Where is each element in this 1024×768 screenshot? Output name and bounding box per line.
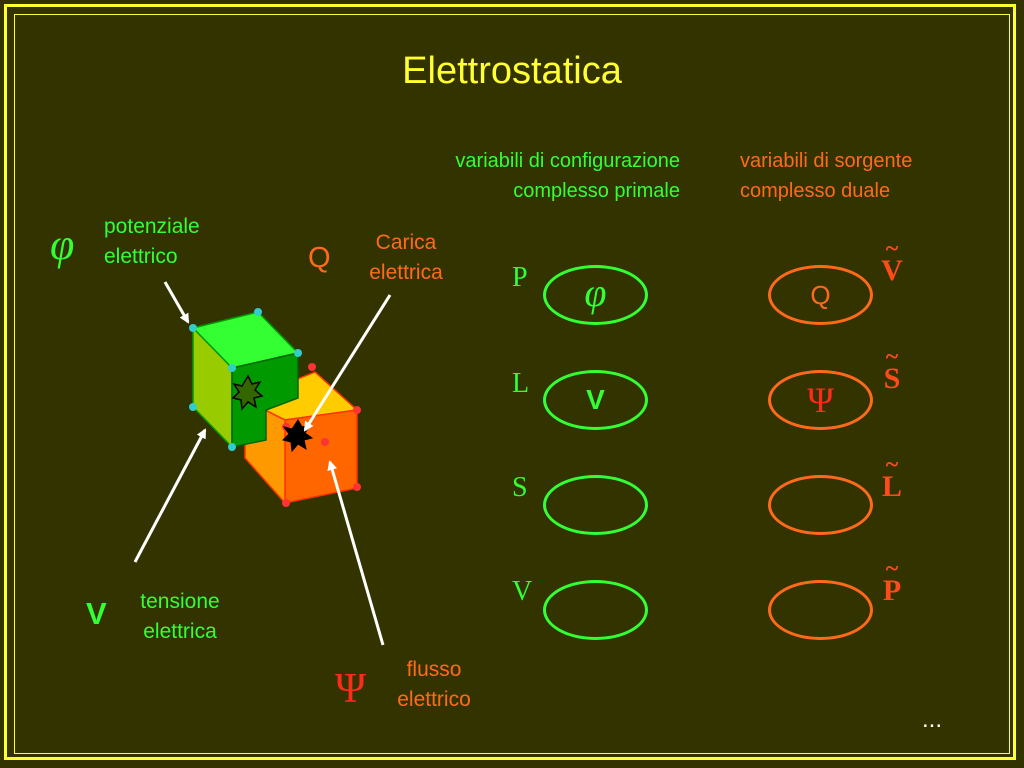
arrow-to-voltage [133, 428, 207, 563]
dual-letter-points: ~ P [876, 556, 908, 607]
primal-letter-points: P [512, 262, 528, 293]
potential-label-line2: elettrico [104, 245, 178, 268]
dual-header-line1: variabili di sorgente [740, 150, 913, 172]
dual-ellipse-volumes [768, 265, 873, 325]
charge-symbol: Q [308, 242, 331, 274]
arrow-to-potential [163, 281, 190, 324]
potential-label-line1: potenziale [104, 215, 200, 238]
dual-letter-lines-text: L [881, 470, 902, 503]
primal-symbol-v: V [586, 384, 605, 415]
voltage-label-line1: tensione [140, 590, 220, 613]
dual-ellipse-lines [768, 475, 873, 535]
tilde-mark: ~ [885, 344, 899, 370]
voltage-symbol: V [86, 596, 107, 631]
primal-ellipse-points [543, 265, 648, 325]
dual-symbol-psi: Ψ [807, 380, 834, 420]
primal-ellipse-lines [543, 370, 648, 430]
primal-header-line1: variabili di configurazione [455, 150, 680, 172]
primal-letter-lines: L [512, 368, 530, 399]
dual-letter-surfaces-text: S [883, 362, 901, 395]
psi-symbol: Ψ [335, 666, 366, 712]
tilde-mark: ~ [885, 452, 899, 478]
flux-label-line2: elettrico [397, 688, 471, 711]
voltage-label-line2: elettrica [143, 620, 217, 643]
dual-letter-volumes: ~ V [876, 236, 908, 287]
charge-label-line1: Carica [375, 231, 437, 254]
tilde-mark: ~ [885, 556, 899, 582]
primal-burst-mark [231, 374, 264, 411]
arrow-to-charge [303, 294, 392, 432]
dual-letter-lines: ~ L [876, 452, 908, 503]
primal-header-line2: complesso primale [513, 180, 680, 202]
primal-ellipse-surfaces [543, 475, 648, 535]
inner-frame [14, 14, 1010, 754]
tilde-mark: ~ [885, 236, 899, 262]
primal-ellipse-volumes [543, 580, 648, 640]
dual-letter-points-text: P [882, 574, 902, 607]
charge-label-line2: elettrica [369, 261, 443, 284]
outer-frame [4, 4, 1016, 760]
arrow-to-flux [327, 460, 385, 646]
continuation-ellipsis: ... [922, 706, 943, 733]
primal-letter-volumes: V [512, 576, 533, 607]
phi-symbol: φ [50, 220, 75, 269]
dual-ellipse-surfaces [768, 370, 873, 430]
page-title: Elettrostatica [402, 50, 622, 92]
dual-letter-surfaces: ~ S [876, 344, 908, 395]
primal-letter-surfaces: S [512, 472, 528, 503]
dual-symbol-q: Q [810, 280, 831, 310]
primal-symbol-phi: φ [584, 270, 607, 315]
dual-ellipse-points [768, 580, 873, 640]
dual-letter-volumes-text: V [881, 254, 903, 287]
dual-header-line2: complesso duale [740, 180, 891, 202]
flux-label-line1: flusso [406, 658, 462, 681]
